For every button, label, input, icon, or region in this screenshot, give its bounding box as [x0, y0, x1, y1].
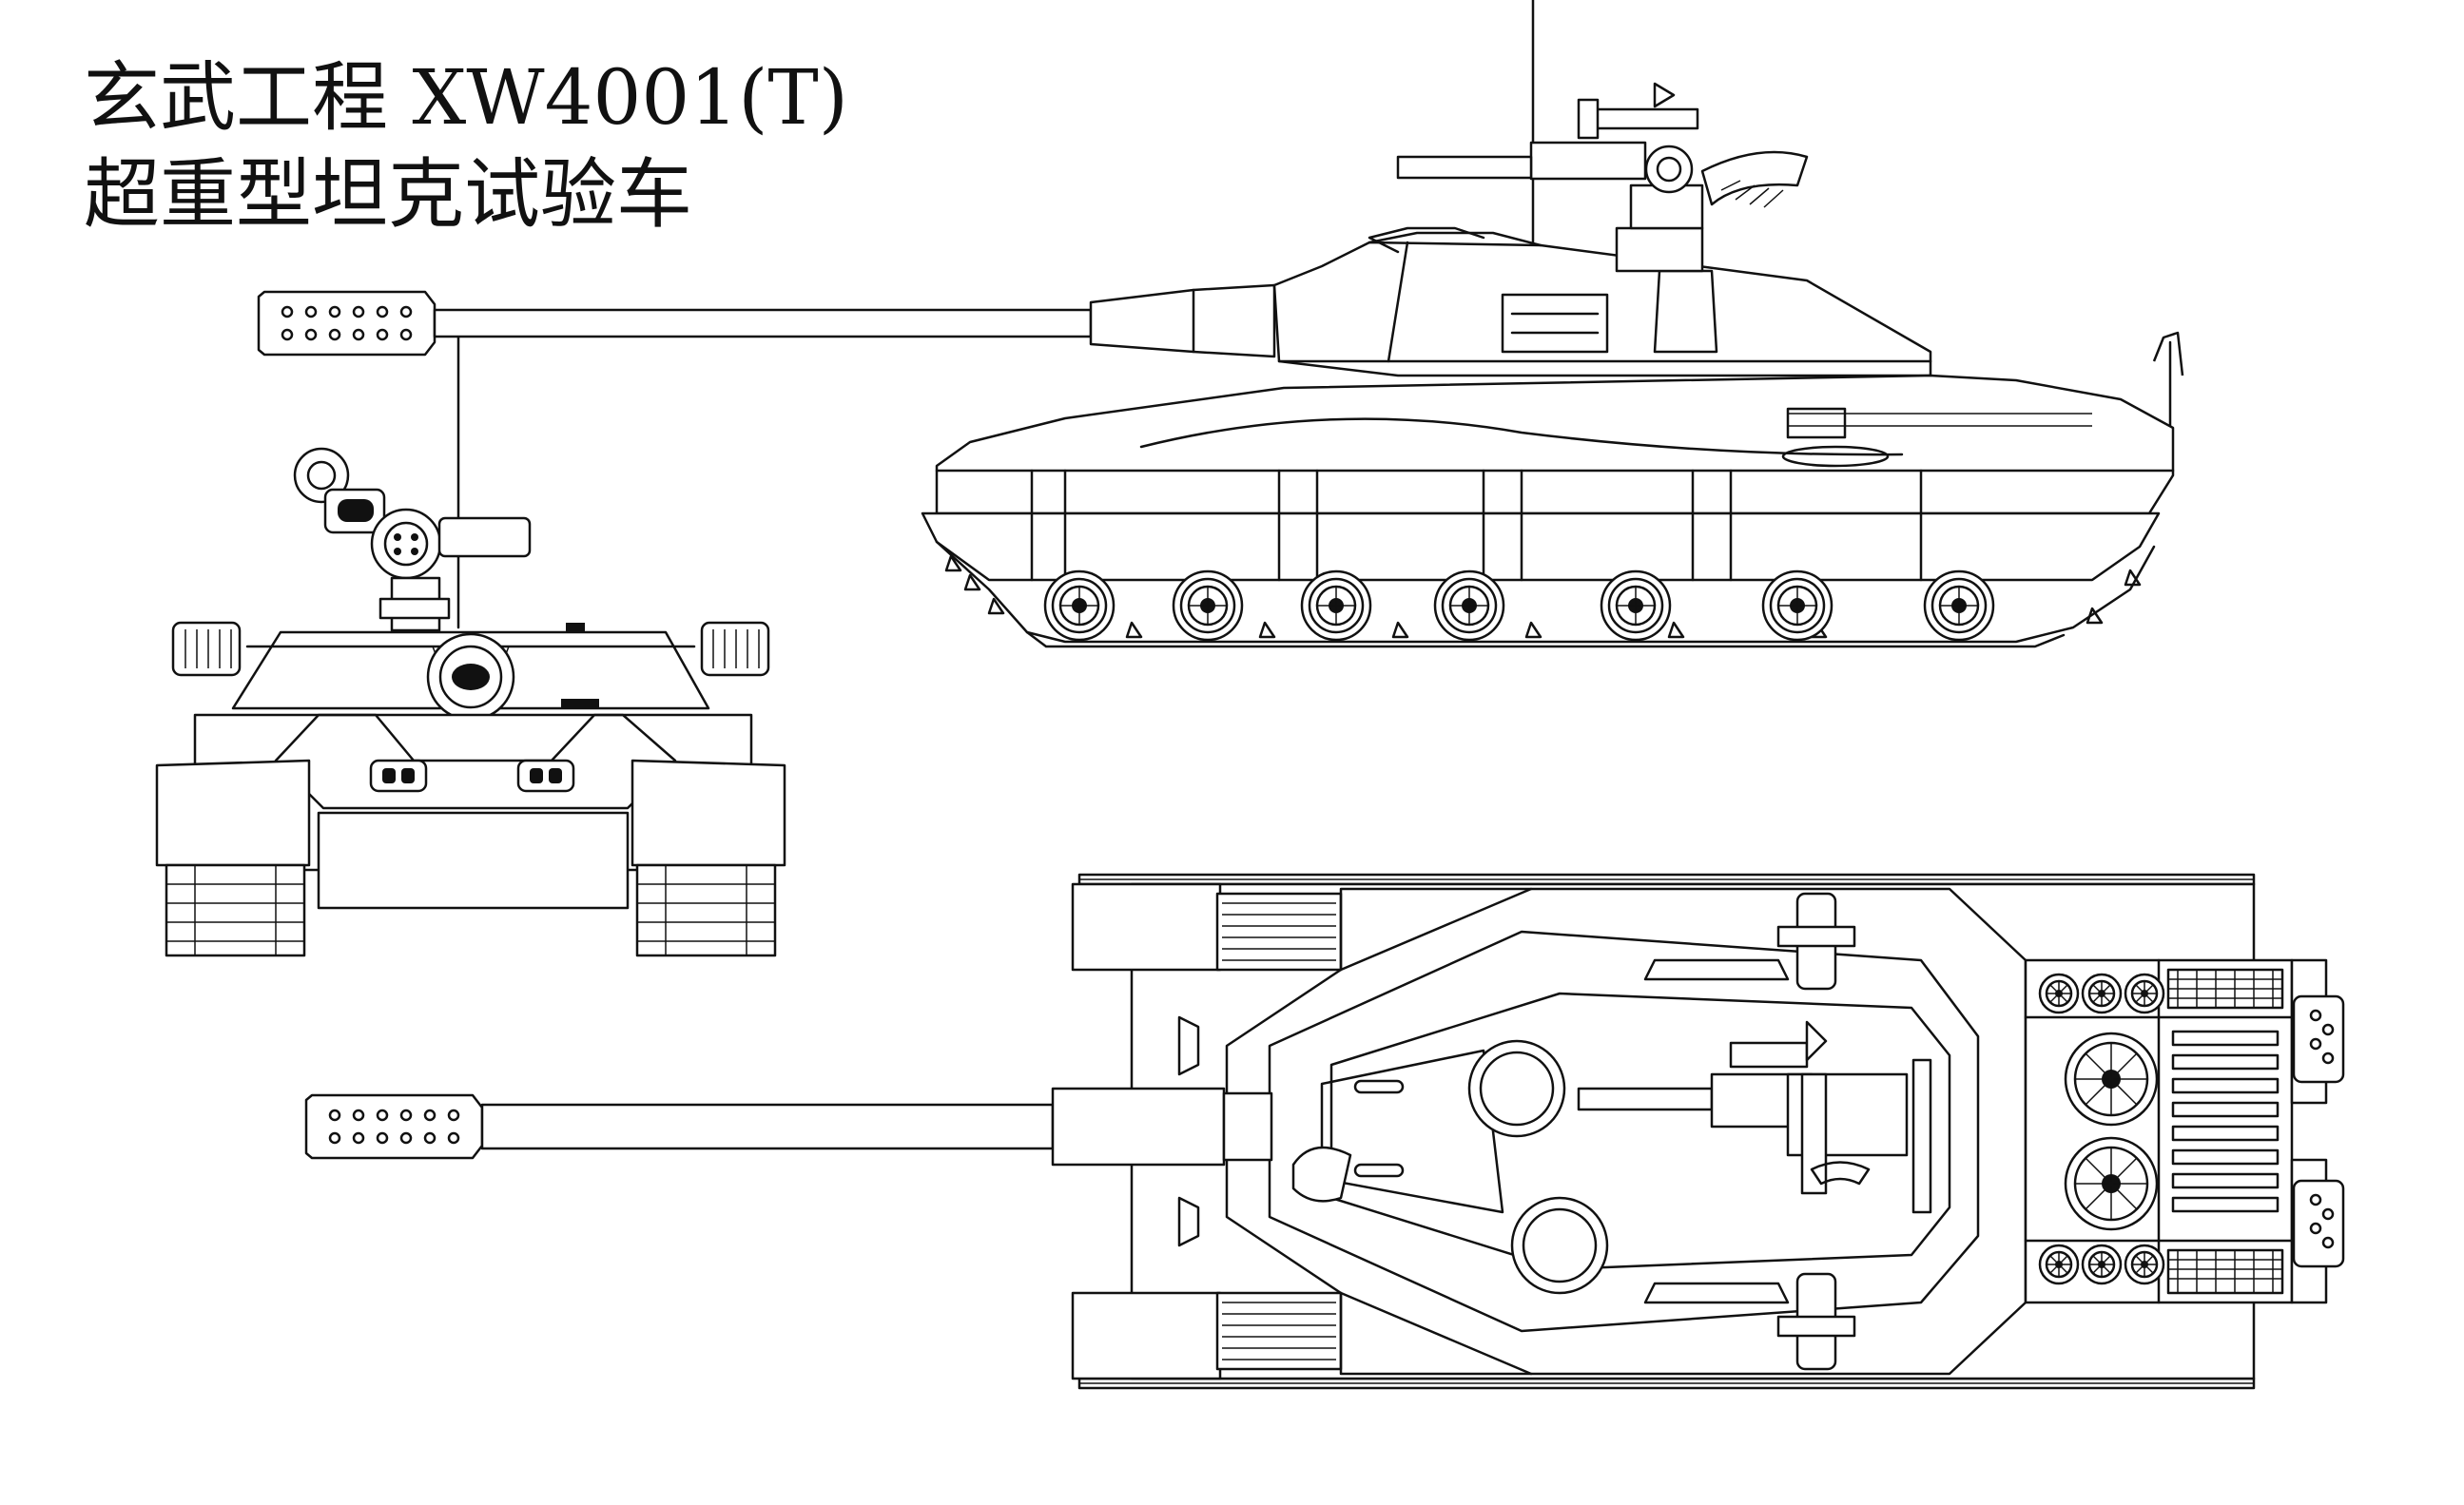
top-machine-gun	[1577, 1087, 1714, 1111]
top-fan-icon	[2124, 973, 2165, 1014]
side-turret	[1272, 226, 1932, 377]
title-line-2: 超重型坦克试验车	[84, 150, 692, 239]
side-gun-mantlet	[1089, 283, 1276, 358]
front-remote-weapon-station	[293, 447, 532, 632]
side-turret-vent	[1501, 293, 1609, 354]
side-gun	[257, 283, 1276, 358]
front-right-track	[631, 759, 786, 957]
front-left-box	[171, 621, 242, 677]
top-gun-mantlet	[1051, 1087, 1226, 1167]
side-rear-mast	[2152, 331, 2184, 376]
side-road-wheel	[1172, 569, 1244, 642]
top-barrel	[480, 1103, 1055, 1150]
top-loader-hatch	[1510, 1196, 1609, 1295]
side-road-wheels	[1043, 569, 1995, 642]
front-turret	[231, 623, 710, 722]
side-track	[935, 540, 2156, 648]
front-left-track	[155, 759, 311, 957]
top-fan-icon	[2038, 973, 2080, 1014]
side-road-wheel	[1433, 569, 1505, 642]
side-road-wheel	[1043, 569, 1116, 642]
top-gun	[304, 1087, 1273, 1167]
front-glacis-plate	[317, 811, 630, 910]
top-view	[304, 873, 2345, 1390]
top-big-fan-icon	[2064, 1032, 2159, 1127]
side-road-wheel	[1600, 569, 1672, 642]
top-commander-hatch	[1467, 1039, 1566, 1138]
top-fan-icon	[2081, 973, 2123, 1014]
side-muzzle-brake	[257, 290, 437, 357]
top-fan-icon	[2124, 1244, 2165, 1285]
front-view	[155, 336, 786, 957]
side-tow-cable	[1139, 417, 1904, 456]
side-barrel	[433, 308, 1093, 338]
top-fan-icon	[2081, 1244, 2123, 1285]
side-road-wheel	[1761, 569, 1833, 642]
side-road-wheel	[1923, 569, 1995, 642]
top-rear-drums	[2290, 958, 2345, 1304]
top-fan-icon	[2038, 1244, 2080, 1285]
side-remote-weapon-station	[1396, 82, 1809, 273]
top-engine-deck	[2024, 958, 2294, 1304]
top-turret	[1268, 930, 1980, 1333]
side-hull	[921, 374, 2175, 582]
title-line-1: 玄武工程 XW4001(T)	[84, 53, 848, 142]
top-fenders	[1071, 882, 1343, 1380]
front-hull	[193, 713, 753, 910]
side-machine-gun	[1396, 155, 1533, 180]
side-optic-icon	[1644, 145, 1694, 194]
front-right-box	[700, 621, 770, 677]
top-muzzle-brake	[304, 1093, 484, 1160]
side-view	[257, 0, 2184, 648]
top-big-fan-icon	[2064, 1136, 2159, 1231]
side-road-wheel	[1300, 569, 1372, 642]
